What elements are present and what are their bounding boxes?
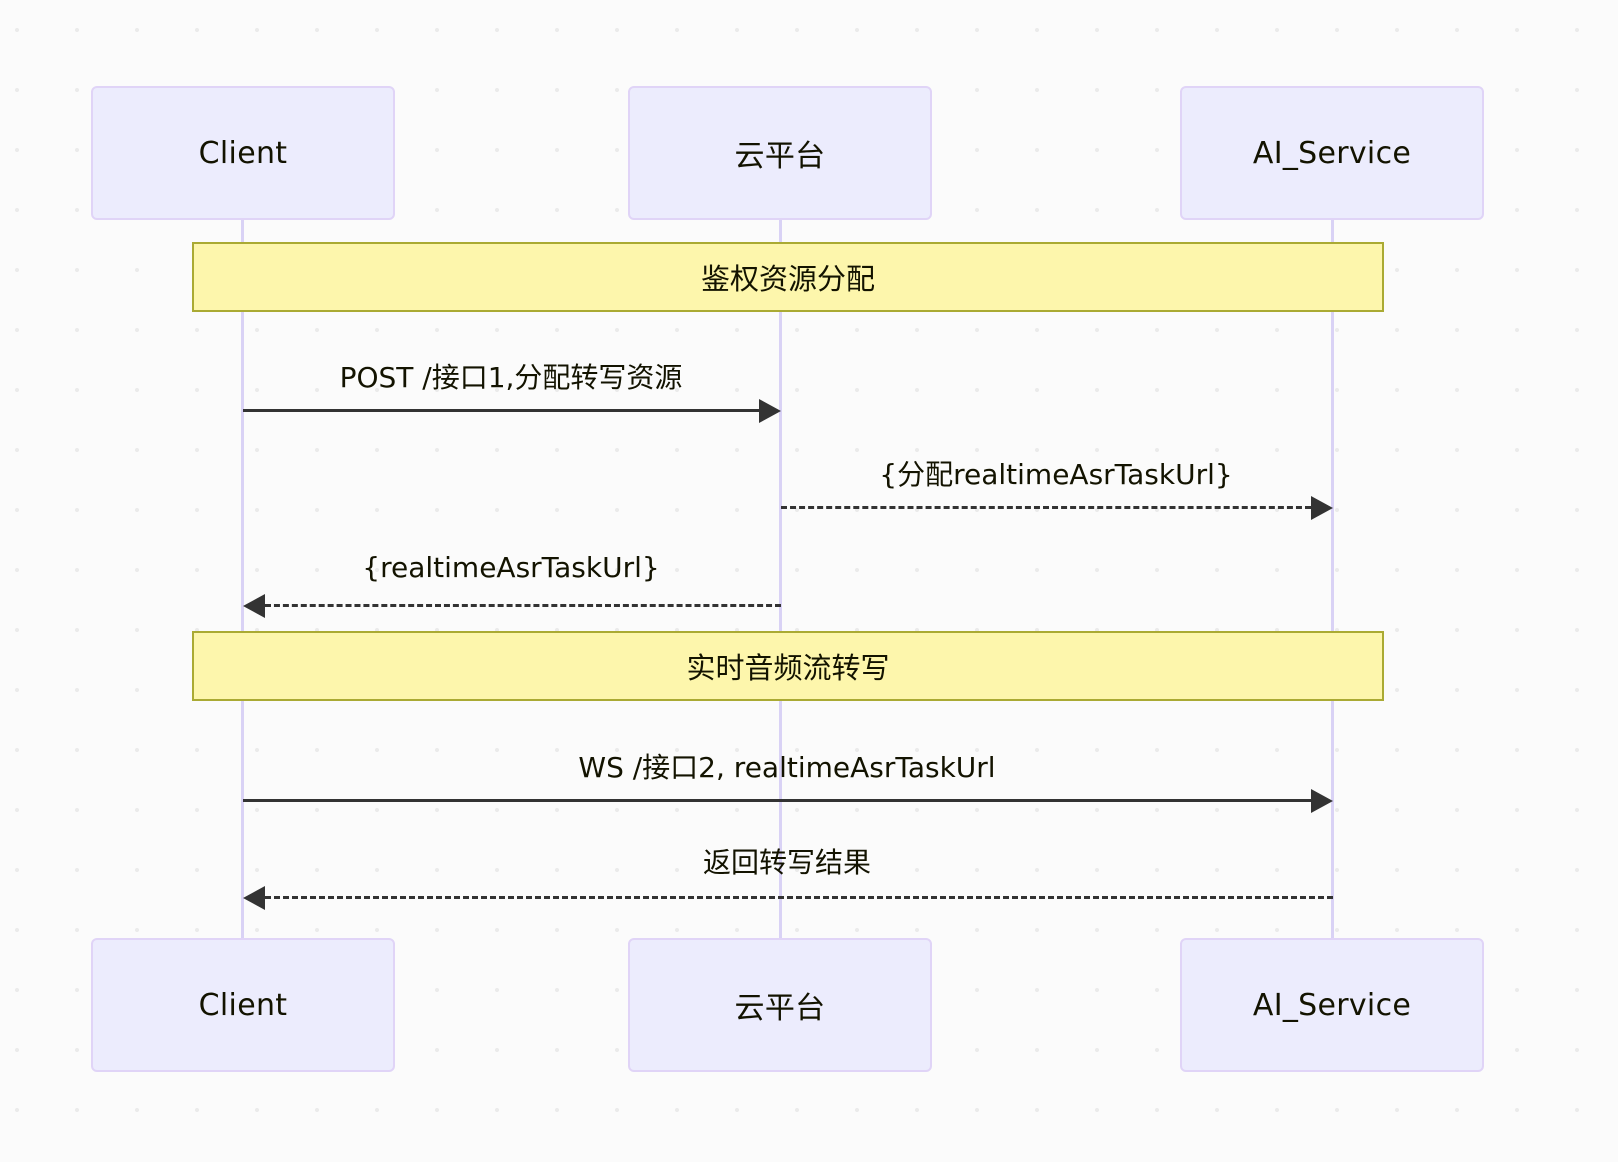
note-label-1: 鉴权资源分配 xyxy=(700,262,875,296)
message-label-2: {分配realtimeAsrTaskUrl} xyxy=(879,458,1233,491)
message-line-2 xyxy=(781,506,1311,509)
message-label-5: 返回转写结果 xyxy=(702,846,871,879)
lifeline-cloud xyxy=(779,215,782,973)
message-line-5 xyxy=(265,896,1333,899)
participant-box-aiservice-bottom[interactable]: AI_Service xyxy=(1180,938,1484,1072)
note-auth-resource-allocation[interactable]: 鉴权资源分配 xyxy=(192,242,1384,312)
message-label-4: WS /接口2, realtimeAsrTaskUrl xyxy=(578,751,996,784)
message-line-4 xyxy=(243,799,1311,802)
message-line-1 xyxy=(243,409,759,412)
message-arrowhead-1 xyxy=(759,399,781,423)
participant-box-cloud-top[interactable]: 云平台 xyxy=(628,86,932,220)
message-label-3: {realtimeAsrTaskUrl} xyxy=(362,551,660,584)
participant-box-client-top[interactable]: Client xyxy=(91,86,395,220)
participant-label-cloud-top: 云平台 xyxy=(734,139,826,174)
message-arrowhead-5 xyxy=(243,886,265,910)
message-arrowhead-3 xyxy=(243,594,265,618)
participant-label-client-bottom: Client xyxy=(198,987,288,1023)
participant-box-client-bottom[interactable]: Client xyxy=(91,938,395,1072)
participant-box-cloud-bottom[interactable]: 云平台 xyxy=(628,938,932,1072)
note-label-2: 实时音频流转写 xyxy=(686,651,890,685)
note-realtime-audio-transcription[interactable]: 实时音频流转写 xyxy=(192,631,1384,701)
message-label-1: POST /接口1,分配转写资源 xyxy=(339,361,683,394)
participant-box-aiservice-top[interactable]: AI_Service xyxy=(1180,86,1484,220)
message-arrowhead-4 xyxy=(1311,789,1333,813)
message-line-3 xyxy=(265,604,781,607)
participant-label-aiservice-top: AI_Service xyxy=(1252,135,1412,171)
lifeline-aiservice xyxy=(1331,215,1334,973)
lifeline-client xyxy=(241,215,244,973)
participant-label-cloud-bottom: 云平台 xyxy=(734,991,826,1026)
message-arrowhead-2 xyxy=(1311,496,1333,520)
participant-label-client-top: Client xyxy=(198,135,288,171)
participant-label-aiservice-bottom: AI_Service xyxy=(1252,987,1412,1023)
